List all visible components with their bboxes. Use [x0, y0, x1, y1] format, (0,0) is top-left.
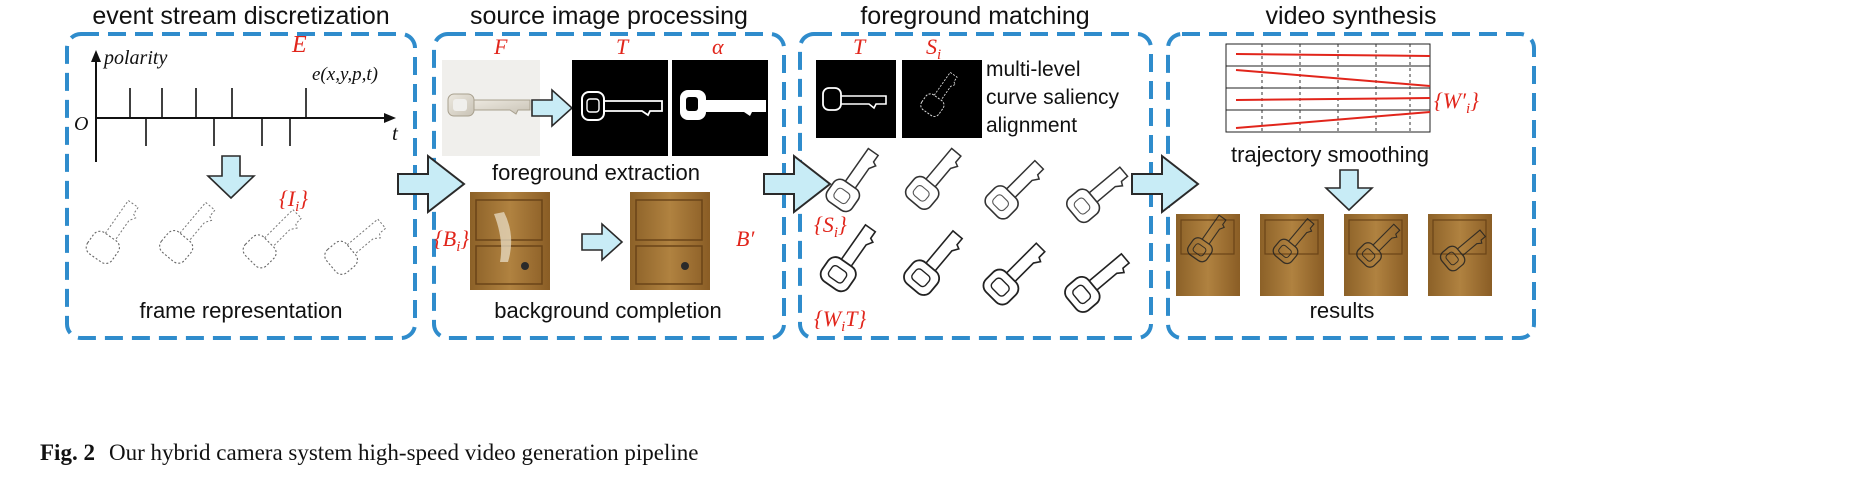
event-equation: e(x,y,p,t)	[312, 64, 378, 85]
down-arrow-panel4	[1324, 169, 1374, 212]
event-timeline	[91, 50, 396, 162]
trajectory-plot	[1225, 43, 1431, 133]
label-alpha: α	[712, 34, 724, 59]
transition-arrow-1	[397, 153, 466, 215]
label-S-i-set: {Si}	[814, 212, 847, 241]
matching-saliency-image	[902, 60, 982, 138]
label-WiT: {WiT}	[814, 306, 867, 335]
label-results: results	[1310, 298, 1375, 323]
source-image-photo	[442, 60, 540, 156]
panel-frame-1	[65, 32, 417, 340]
label-S-i-top: Si	[926, 34, 941, 63]
result-frame-1	[1176, 210, 1256, 296]
result-frame-4	[1428, 214, 1508, 296]
caption-label: Fig. 2	[40, 440, 95, 465]
result-frames	[1176, 210, 1508, 296]
event-frames	[82, 194, 392, 279]
axis-origin: O	[74, 113, 88, 135]
label-T-panel2: T	[616, 34, 630, 59]
panel-title-1: event stream discretization	[92, 2, 389, 30]
background-with-key-image	[470, 192, 568, 290]
label-I-i: {Ii}	[279, 186, 308, 215]
panel-title-2: source image processing	[470, 2, 748, 30]
label-foreground-extraction: foreground extraction	[492, 160, 700, 185]
label-E: E	[291, 32, 307, 58]
label-B-prime: B′	[736, 226, 755, 251]
matching-template-image	[816, 60, 896, 138]
matching-text-line-2: curve saliency	[986, 86, 1120, 109]
down-arrow-panel1	[206, 155, 256, 200]
panel-title-4: video synthesis	[1266, 2, 1437, 30]
arrow-to-completed-background	[581, 222, 624, 262]
panel-frame-4	[1166, 32, 1536, 340]
result-frame-3	[1344, 214, 1424, 296]
label-T-panel3: T	[853, 34, 867, 59]
saliency-frames-row	[822, 141, 1135, 227]
label-F: F	[493, 34, 508, 59]
matching-text-line-3: alignment	[986, 114, 1077, 137]
arrow-to-template	[531, 88, 574, 128]
label-B-i: {Bi}	[434, 226, 469, 255]
axis-label-t: t	[392, 121, 399, 145]
label-frame-representation: frame representation	[140, 298, 343, 323]
alpha-matte-image	[672, 60, 768, 156]
pipeline-diagram: event stream discretization source image…	[65, 2, 1536, 340]
result-frame-2	[1260, 213, 1340, 296]
axis-label-polarity: polarity	[102, 47, 167, 69]
caption-text: Our hybrid camera system high-speed vide…	[108, 440, 699, 465]
transition-arrow-2	[763, 153, 832, 215]
transition-arrow-3	[1131, 153, 1200, 215]
figure-caption: Fig. 2 Our hybrid camera system high-spee…	[40, 440, 698, 466]
template-image	[572, 60, 668, 156]
matching-text-line-1: multi-level	[986, 58, 1081, 81]
label-trajectory-smoothing: trajectory smoothing	[1231, 142, 1429, 167]
label-background-completion: background completion	[494, 298, 721, 323]
panel-title-3: foreground matching	[860, 2, 1089, 30]
warped-template-row	[816, 218, 1137, 317]
label-W-prime-i: {W′i}	[1434, 88, 1479, 117]
completed-background-image	[630, 192, 728, 290]
